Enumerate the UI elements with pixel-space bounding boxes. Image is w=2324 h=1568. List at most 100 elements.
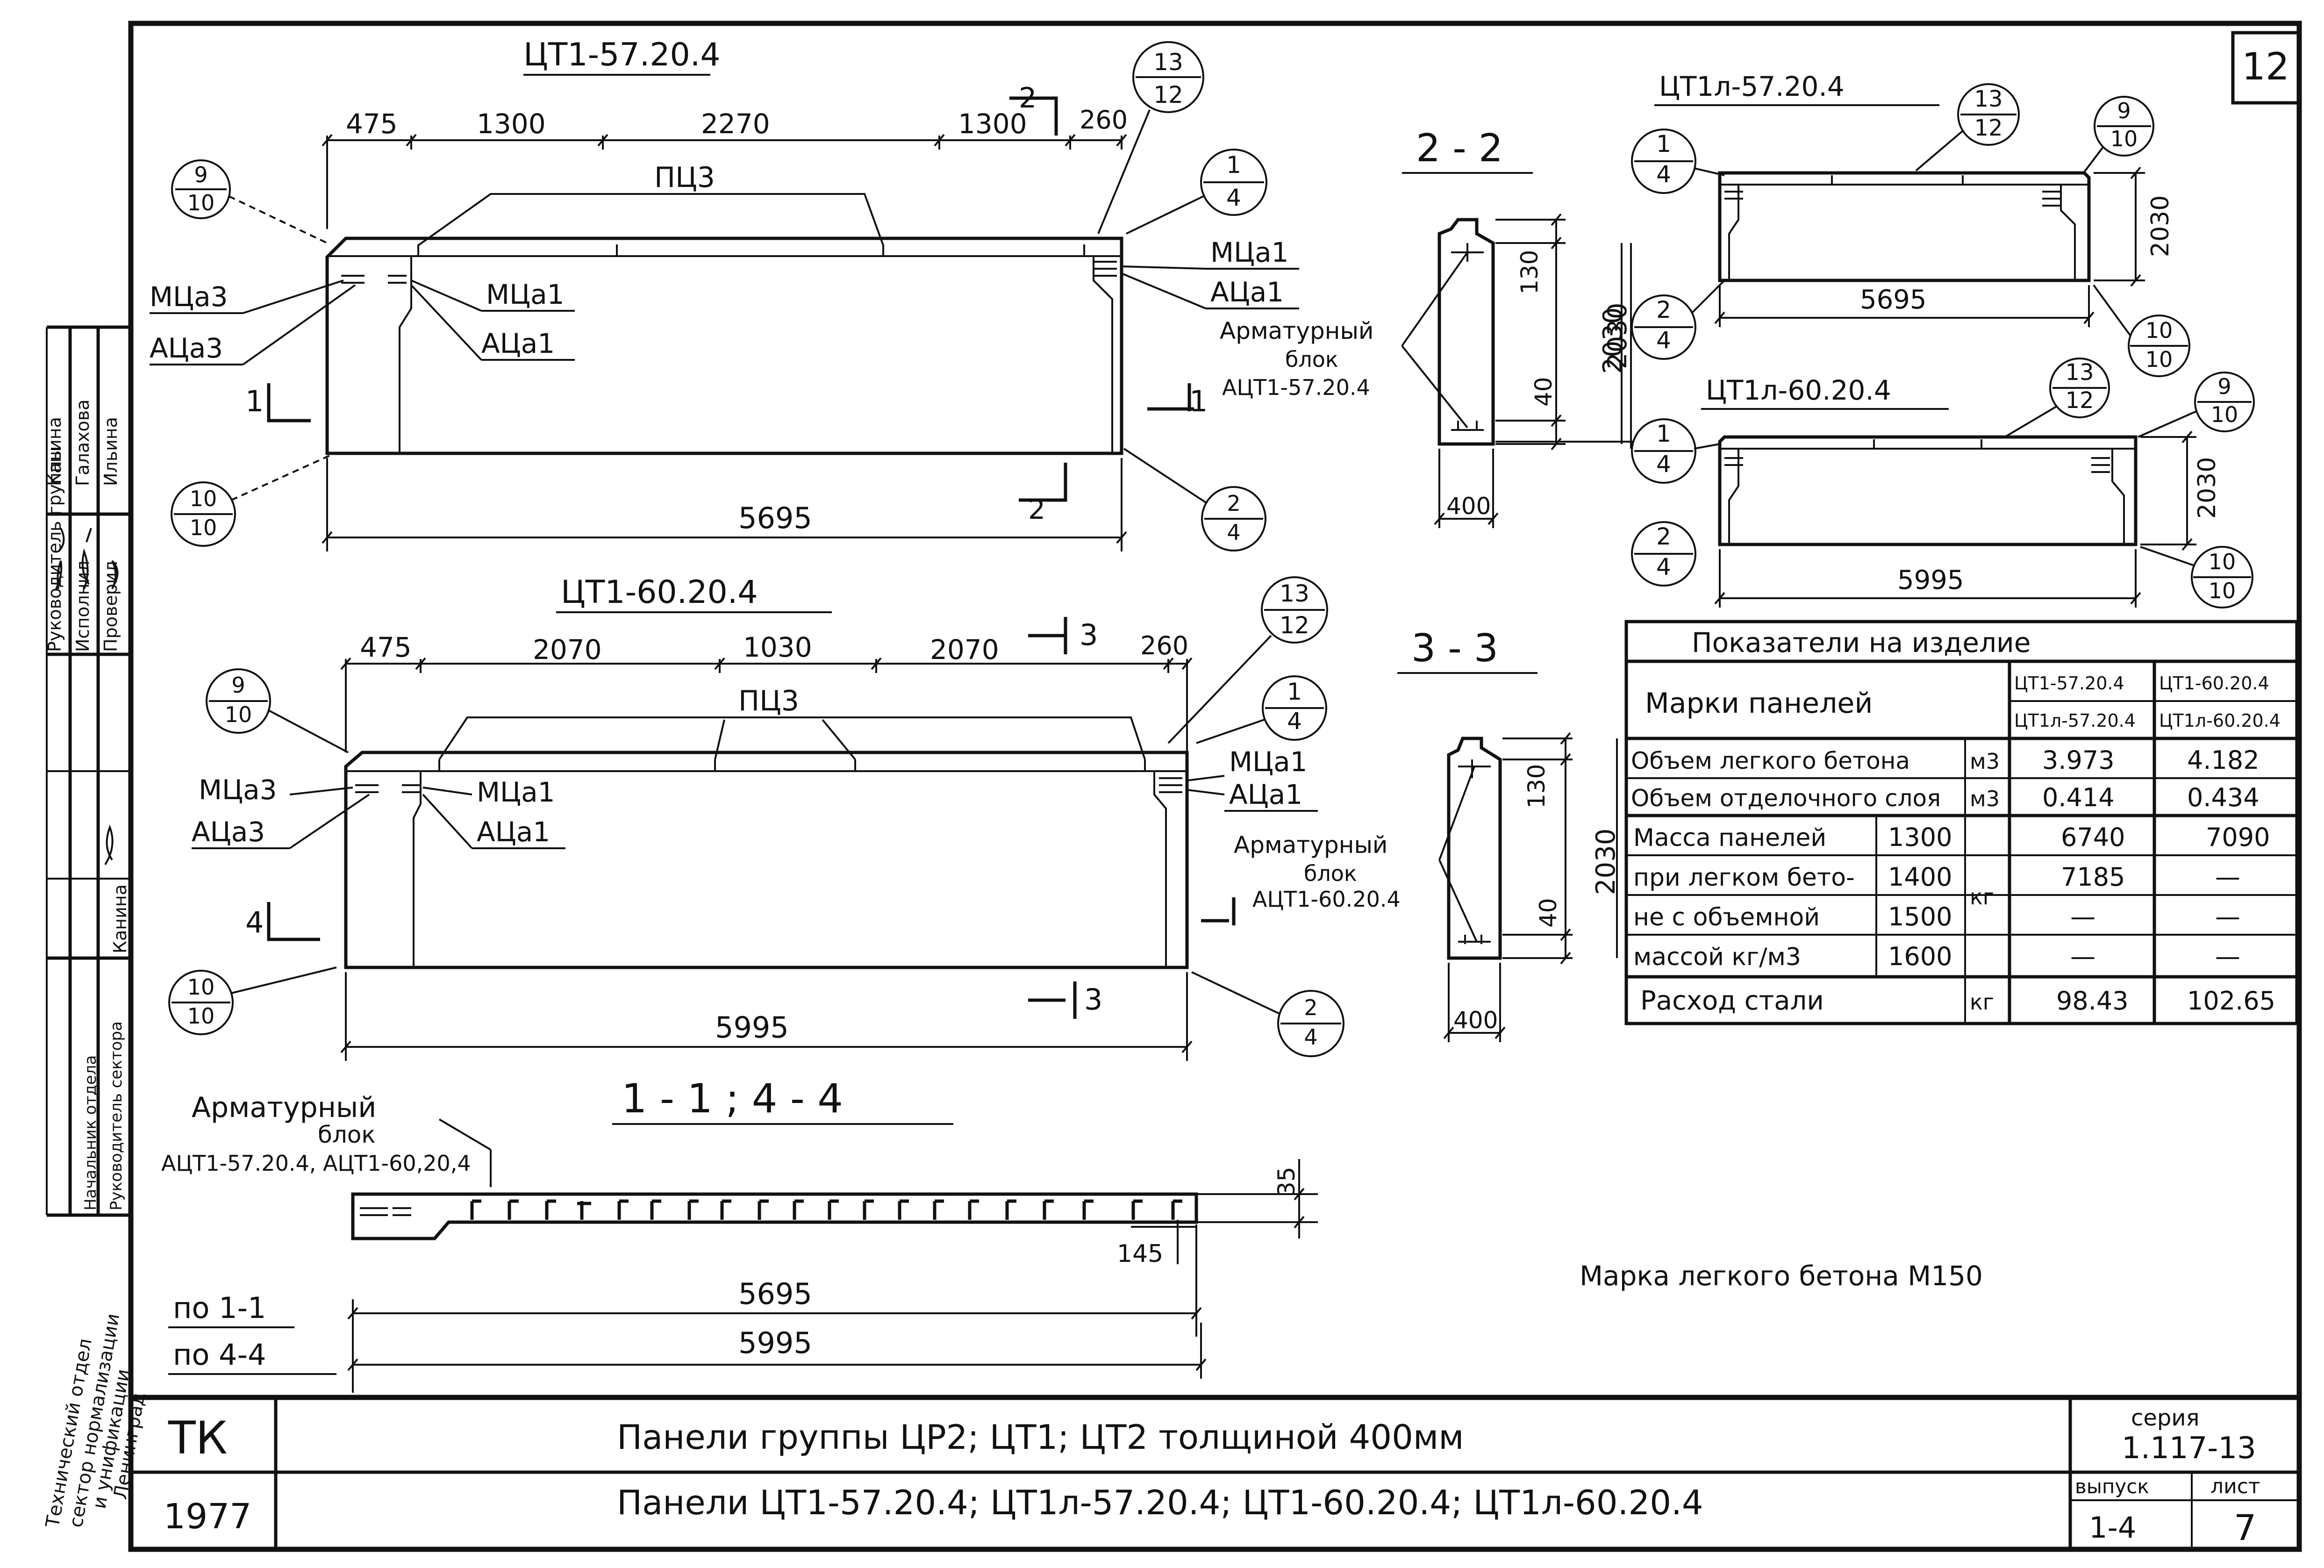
sect11-dim-145: 145	[1117, 1240, 1163, 1268]
svg-text:10: 10	[2209, 578, 2236, 603]
callout-2-4: 2 4	[1123, 448, 1266, 551]
svg-text:1: 1	[1656, 130, 1671, 158]
callout2-9-10: 9 10	[206, 668, 349, 753]
view1-dim-1: 475	[346, 108, 398, 140]
table-steel-unit: кг	[1970, 989, 1994, 1015]
table-row2-v2: 0.434	[2187, 783, 2260, 812]
stamp-name-3: Ильина	[100, 417, 121, 486]
sect11-block-1: Арматурный	[192, 1091, 376, 1124]
view2-dim-5: 260	[1140, 631, 1188, 660]
table-row2-unit: м3	[1970, 786, 2000, 811]
sect11-block-3: АЦТ1-57.20.4, АЦТ1-60,20,4	[161, 1151, 471, 1176]
table-mass-v1-3: —	[2070, 902, 2095, 931]
svg-text:12: 12	[1153, 81, 1183, 108]
view1-pts: ПЦ3	[654, 161, 715, 194]
sect33-dim-40: 40	[1535, 898, 1562, 928]
table-row2-label: Объем отделочного слоя	[1631, 785, 1941, 812]
title-line2: Панели ЦТ1-57.20.4; ЦТ1л-57.20.4; ЦТ1-60…	[617, 1483, 1703, 1522]
svg-text:4: 4	[1656, 161, 1671, 188]
svg-text:2: 2	[1304, 995, 1317, 1020]
callout-10-10: 10 10	[171, 455, 330, 547]
callout-9-10: 9 10	[171, 159, 328, 244]
view1-overall: 5695	[738, 501, 812, 535]
section-1-1-4-4: 1 - 1 ; 4 - 4 Арматурный блок АЦТ1-57.20…	[161, 1075, 1318, 1393]
title-issue: 1-4	[2089, 1511, 2136, 1545]
indicators-table: Показатели на изделие Марки панелей ЦТ1-…	[1624, 620, 2299, 1025]
view2-title: ЦТ1-60.20.4	[561, 574, 758, 611]
svg-text:9: 9	[194, 162, 207, 187]
sheet-number-box	[2231, 31, 2300, 105]
lifting-marks-right	[1094, 261, 1117, 277]
sheet-number: 12	[2242, 45, 2289, 88]
view1-dim-3: 2270	[701, 108, 770, 140]
view2-block-2: блок	[1304, 861, 1357, 886]
sect11-row2-value: 5995	[738, 1326, 812, 1360]
table-mass-4: массой кг/м3	[1633, 943, 1801, 971]
sect11-block-2: блок	[318, 1121, 376, 1148]
stamp-name-2: Галахова	[72, 400, 93, 486]
title-year: 1977	[164, 1496, 251, 1537]
outer-frame	[128, 21, 2302, 1552]
table-mass-v1-1: 6740	[2061, 823, 2125, 852]
svg-text:2: 2	[1656, 296, 1671, 323]
callout2-1-4: 1 4	[1196, 675, 1327, 744]
view4-title: ЦТ1л-60.20.4	[1706, 374, 1891, 406]
view1-label-m3: МЦа3	[150, 281, 228, 313]
panel-outline	[325, 236, 1123, 455]
svg-text:1: 1	[1226, 151, 1241, 179]
view-ct1-57: ЦТ1-57.20.4 ПЦ3 475 1300 2270 1300 260 5…	[150, 36, 1373, 551]
table-mass-1: Масса панелей	[1633, 824, 1826, 852]
title-series: 1.117-13	[2122, 1431, 2256, 1466]
view1-block-2: блок	[1285, 347, 1338, 372]
callout3-1-4: 1 4	[1631, 129, 1725, 194]
title-block: ТК 1977 Панели группы ЦР2; ЦТ1; ЦТ2 толщ…	[131, 1395, 2299, 1549]
svg-text:1: 1	[1287, 678, 1302, 705]
table-col-header: Марки панелей	[1645, 687, 1873, 720]
callout4-1-4: 1 4	[1631, 418, 1720, 484]
view2-overall: 5995	[715, 1010, 789, 1045]
svg-text:9: 9	[2217, 374, 2231, 399]
svg-text:10: 10	[2145, 347, 2173, 372]
svg-text:10: 10	[2209, 549, 2236, 574]
table-mass-v2-2: —	[2215, 862, 2240, 892]
svg-text:12: 12	[1974, 115, 2002, 141]
view2-label-a1: АЦа1	[477, 816, 550, 848]
sect22-dim-400: 400	[1446, 493, 1491, 520]
view4-height: 2030	[2193, 457, 2221, 519]
title-tk: ТК	[168, 1412, 228, 1464]
stamp-role-5: Руководитель сектора	[107, 1021, 126, 1210]
svg-text:10: 10	[187, 1003, 215, 1029]
view1-sect-1: 1	[245, 384, 264, 418]
table-col2-a: ЦТ1-60.20.4	[2159, 673, 2269, 694]
view2-label-m1r: МЦа1	[1229, 746, 1308, 778]
view3-width: 5695	[1860, 285, 1927, 315]
table-mass-unit: кг	[1970, 884, 1994, 909]
view1-label-a1r: АЦа1	[1210, 276, 1284, 308]
table-mass-v1-2: 7185	[2061, 862, 2125, 892]
table-title: Показатели на изделие	[1692, 627, 2031, 659]
view2-dim-4: 2070	[930, 634, 999, 666]
table-mass-v2-1: 7090	[2206, 823, 2270, 852]
callout3-2-4: 2 4	[1631, 279, 1725, 360]
callout-1-4: 1 4	[1126, 149, 1267, 235]
left-opening	[399, 256, 412, 453]
view1-label-m1r: МЦа1	[1210, 236, 1289, 268]
svg-text:13: 13	[1153, 49, 1183, 76]
table-dens-4: 1600	[1888, 942, 1952, 971]
view1-block-1: Арматурный	[1220, 317, 1373, 344]
table-mass-v1-4: —	[2070, 942, 2095, 971]
sect11-row2-label: по 4-4	[173, 1338, 266, 1372]
svg-text:4: 4	[1227, 520, 1240, 545]
callout3-13-12: 13 12	[1915, 83, 2020, 172]
panel-outline-2	[344, 751, 1189, 969]
svg-text:1: 1	[1656, 420, 1671, 447]
stirrups	[470, 1199, 1182, 1220]
title-line1: Панели группы ЦР2; ЦТ1; ЦТ2 толщиной 400…	[617, 1418, 1464, 1457]
table-row1-v1: 3.973	[2042, 745, 2115, 775]
svg-text:4: 4	[1226, 184, 1241, 211]
view1-block-3: АЦТ1-57.20.4	[1222, 375, 1370, 400]
view4-width: 5995	[1897, 565, 1964, 595]
stamp-name-4: Канина	[110, 884, 130, 953]
title-issue-label: выпуск	[2075, 1475, 2149, 1498]
